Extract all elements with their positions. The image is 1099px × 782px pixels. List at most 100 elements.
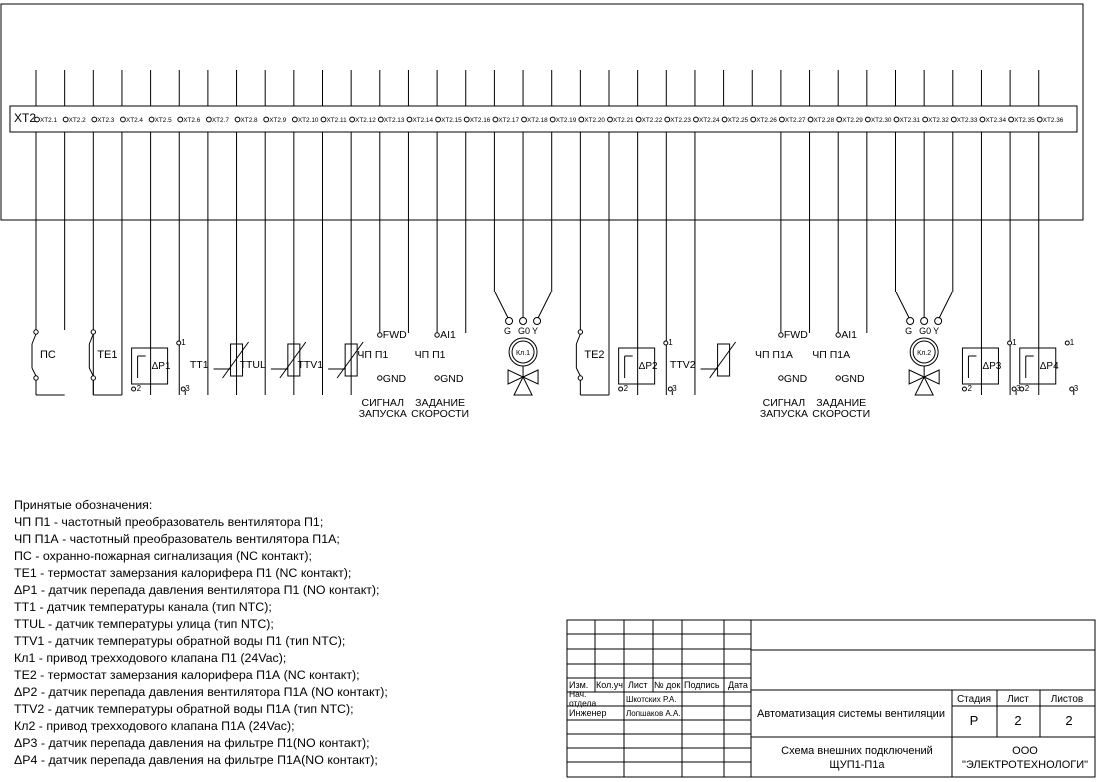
terminal-label-xt2-4: XT2.4: [126, 117, 143, 124]
legend-item: TTV1 - датчик температуры обратной воды …: [14, 634, 346, 648]
tt1-sensor-body: [230, 343, 244, 377]
dp3-switch-box: [961, 347, 999, 385]
terminal-screw: [62, 116, 69, 123]
terminal-label-xt2-30: XT2.30: [871, 117, 892, 124]
terminal-label-xt2-32: XT2.32: [928, 117, 949, 124]
terminal-label-xt2-10: XT2.10: [298, 117, 319, 124]
terminal-label-xt2-13: XT2.13: [384, 117, 405, 124]
legend-item: ΔP1 - датчик перепада давления вентилято…: [14, 583, 380, 597]
sheet-value: 2: [1014, 713, 1021, 728]
terminal-screw: [893, 116, 900, 123]
ttul-sensor: TTUL: [240, 341, 307, 379]
actuator-pin-g: [906, 317, 915, 325]
col-list: Лист: [628, 680, 648, 690]
terminal-label-xt2-28: XT2.28: [814, 117, 835, 124]
contact-terminal: [577, 375, 584, 381]
dp2-switch-label: ΔP2: [639, 361, 658, 372]
fc1-speed-pin-top-label: AI1: [440, 329, 456, 341]
valve-body-right: [521, 369, 539, 385]
terminal-screw: [148, 116, 155, 123]
contact-terminal: [90, 375, 97, 381]
terminal-label-xt2-8: XT2.8: [241, 117, 258, 124]
terminal-screw: [34, 116, 40, 123]
dp2-switch-pin-1-label: 1: [668, 338, 673, 347]
company-line1: ООО: [1012, 745, 1038, 757]
terminal-label-xt2-19: XT2.19: [556, 117, 577, 124]
ttv2-sensor: TTV2: [670, 341, 737, 379]
ttul-sensor-label: TTUL: [240, 359, 266, 371]
terminal-screw: [463, 116, 470, 123]
pin-2: [131, 386, 137, 392]
actuator-lead: [537, 291, 552, 319]
contact-line: [31, 367, 37, 377]
terminal-label-xt2-1: XT2.1: [40, 117, 57, 124]
dp4-switch-pin-2-label: 2: [1025, 384, 1030, 393]
terminal-label-xt2-9: XT2.9: [269, 117, 286, 124]
valve-body-right: [922, 369, 940, 385]
actuator-pin-y: [533, 317, 542, 325]
contact-blade: [88, 333, 94, 345]
fc1a-speed-caption-2: СКОРОСТИ: [812, 408, 870, 420]
kl1-actuator-pin-y-label: Y: [532, 326, 538, 336]
title-block-text: Изм. Кол.уч Лист № док Подпись Дата Нач.…: [569, 680, 1088, 771]
terminal-label-xt2-25: XT2.25: [728, 117, 749, 124]
terminal-label-xt2-12: XT2.12: [355, 117, 376, 124]
contact-line: [575, 367, 581, 377]
terminal-label-xt2-29: XT2.29: [842, 117, 863, 124]
cabinet-frame: [0, 3, 1084, 221]
terminal-screw: [864, 116, 871, 123]
terminal-screw: [693, 116, 699, 123]
contact-line: [88, 367, 94, 377]
fc1-start-pin-top-label: FWD: [383, 329, 407, 341]
dp4-switch-pin-3-label: 3: [1074, 384, 1079, 393]
fc1a-start-caption-1: СИГНАЛ: [763, 397, 806, 409]
valve-body-left: [507, 369, 525, 385]
fc1a-speed-pin-bottom-label: GND: [841, 373, 865, 385]
terminal-screw: [836, 116, 843, 123]
terminal-label-xt2-35: XT2.35: [1014, 117, 1035, 124]
fc1a-start-pin-top: [778, 332, 784, 338]
title-block: [566, 619, 1096, 778]
valve-body-bottom: [914, 375, 934, 396]
actuator-pin-g0: [519, 317, 528, 325]
terminal-label-xt2-26: XT2.26: [756, 117, 777, 124]
terminal-screw: [91, 116, 98, 123]
valve-body-bottom: [513, 375, 533, 396]
terminal-label-xt2-5: XT2.5: [155, 117, 172, 124]
terminal-screw: [1008, 116, 1014, 123]
terminal-label-xt2-34: XT2.34: [985, 117, 1006, 124]
fc1-speed-caption-2: СКОРОСТИ: [411, 408, 469, 420]
ttv1-sensor: TTV1: [297, 341, 364, 379]
actuator-lead: [895, 291, 910, 319]
legend-item: TTUL - датчик температуры улица (тип NTC…: [14, 617, 274, 631]
fc1a-speed-pin-top: [835, 332, 841, 338]
terminal-label-xt2-22: XT2.22: [642, 117, 663, 124]
sheets-header: Листов: [1051, 694, 1084, 705]
terminal-screw: [635, 116, 642, 123]
dp4-switch-label: ΔP4: [1040, 361, 1059, 372]
kl2-actuator-label: Кл.2: [917, 350, 931, 357]
fc1a-speed-name: ЧП П1А: [812, 349, 850, 361]
terminal-screw: [234, 116, 241, 123]
terminal-screw: [177, 116, 184, 123]
ntc-slash: [279, 341, 307, 379]
contact-terminal: [577, 329, 584, 335]
terminal-label-xt2-21: XT2.21: [613, 117, 634, 124]
terminal-label-xt2-2: XT2.2: [69, 117, 86, 124]
fc1-speed-pin-bottom-label: GND: [440, 373, 464, 385]
tt1-sensor: TT1: [190, 341, 249, 379]
ntc-slash: [222, 341, 249, 379]
dp1-switch-label: ΔP1: [152, 361, 171, 372]
terminal-label-xt2-20: XT2.20: [584, 117, 605, 124]
terminal-screw: [979, 116, 986, 123]
terminal-label-xt2-17: XT2.17: [498, 117, 519, 124]
col-doc: № док: [654, 680, 680, 690]
